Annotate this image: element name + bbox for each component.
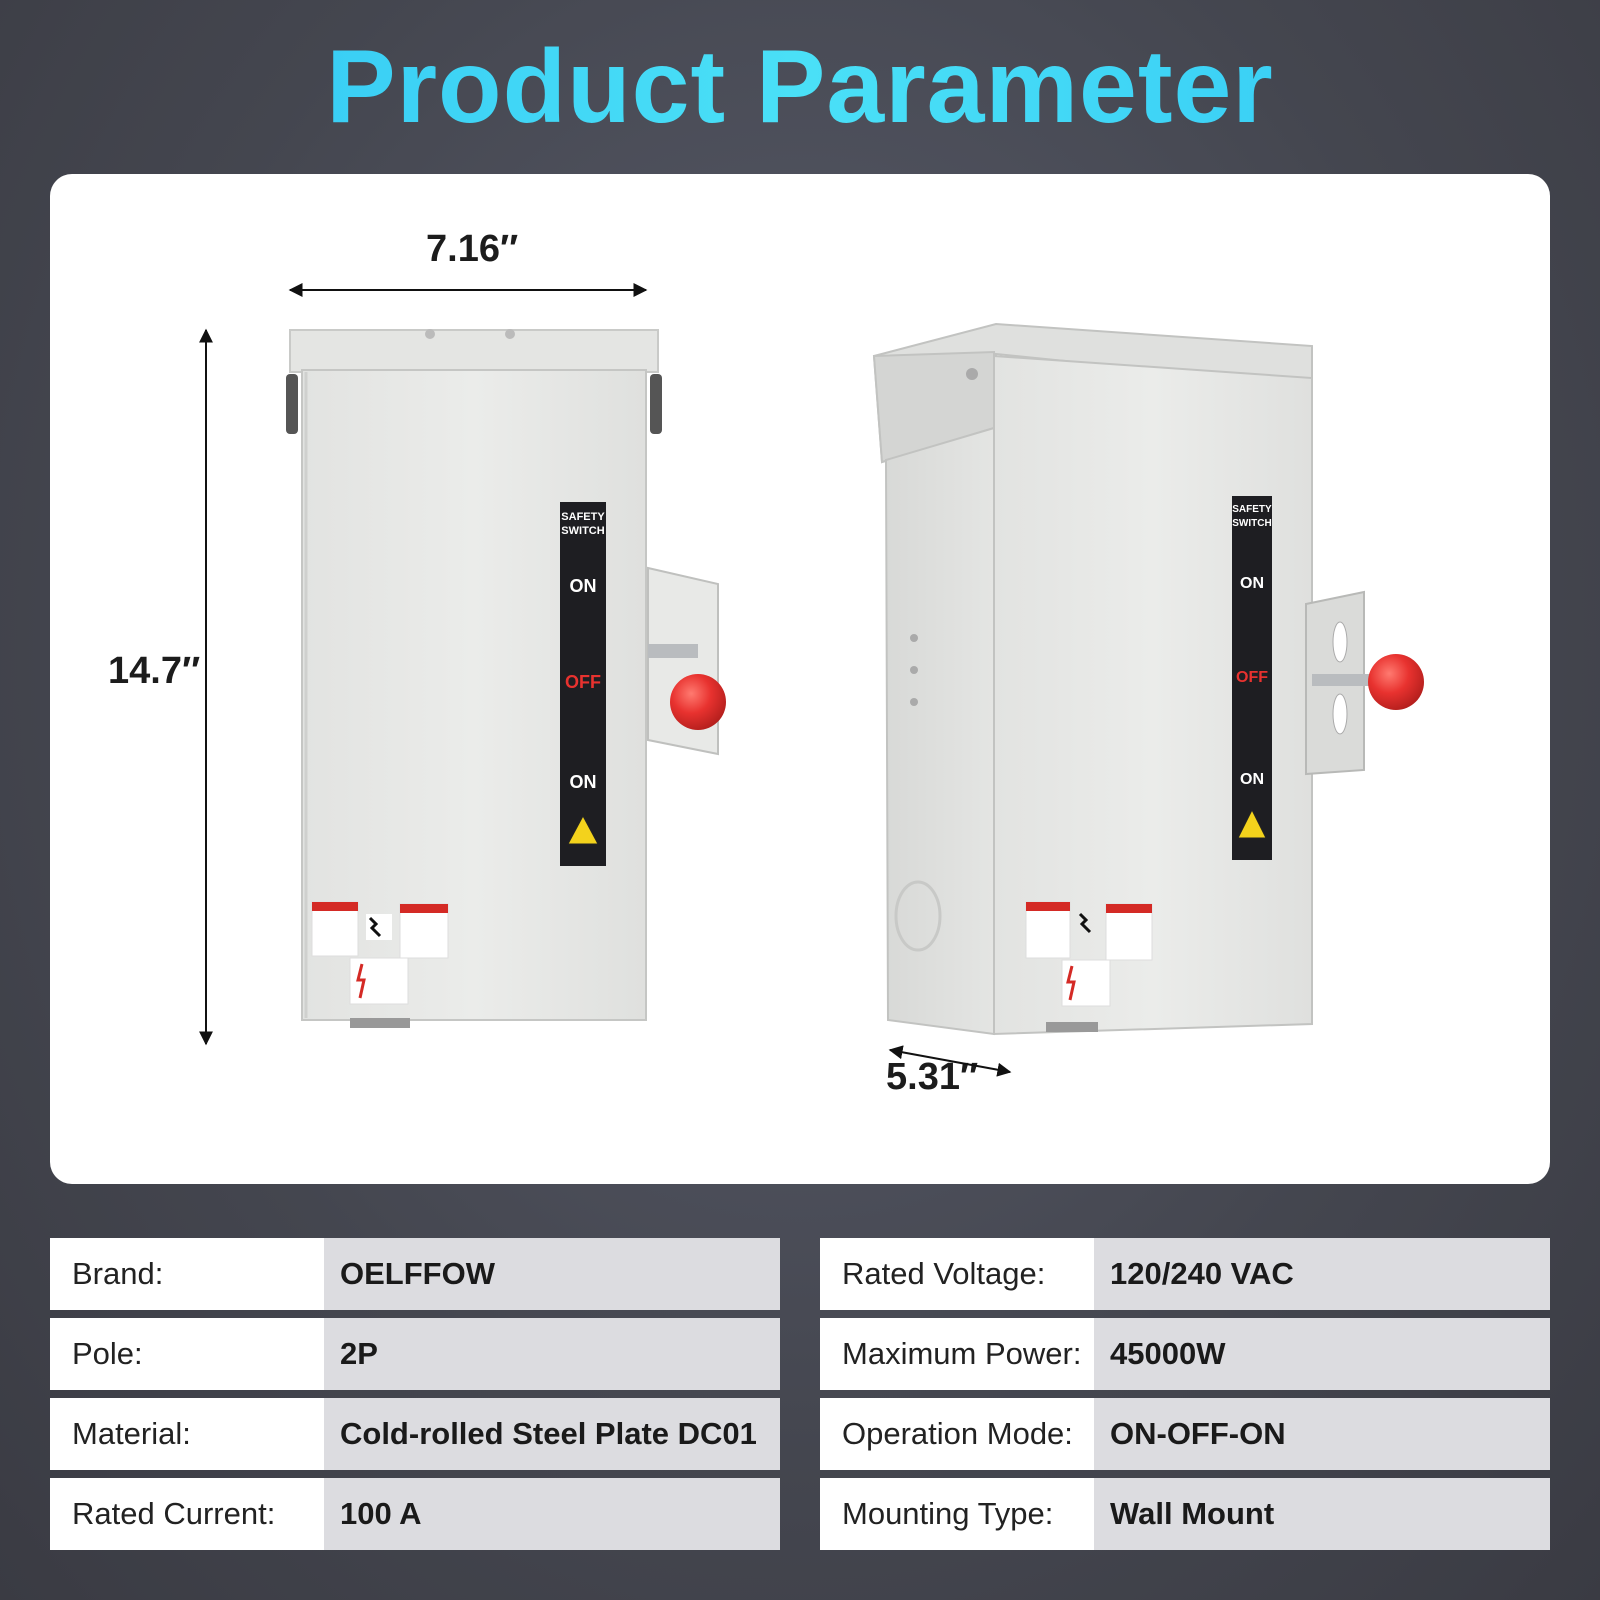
- product-illustration: SAFETY SWITCH ON OFF ON: [199, 283, 1424, 1077]
- spec-label: Pole:: [50, 1318, 324, 1390]
- spec-row: Mounting Type: Wall Mount: [820, 1478, 1550, 1550]
- height-dimension-label: 14.7″: [108, 650, 201, 692]
- spec-value: 120/240 VAC: [1094, 1238, 1550, 1310]
- angled-view-enclosure: SAFETY SWITCH ON OFF ON: [872, 322, 1424, 1036]
- spec-value: 100 A: [324, 1478, 780, 1550]
- spec-value: 45000W: [1094, 1318, 1550, 1390]
- spec-row: Maximum Power: 45000W: [820, 1318, 1550, 1390]
- width-dimension-label: 7.16″: [426, 228, 519, 270]
- spec-row: Pole: 2P: [50, 1318, 780, 1390]
- spec-label: Brand:: [50, 1238, 324, 1310]
- lightning-icon-angled: [1066, 965, 1076, 1001]
- warning-triangle-icon: [567, 814, 599, 845]
- spec-row: Rated Current: 100 A: [50, 1478, 780, 1550]
- operating-handle-knob-icon-angled: [1368, 654, 1424, 710]
- on-top-label-angled: ON: [1240, 575, 1264, 592]
- spec-row: Rated Voltage: 120/240 VAC: [820, 1238, 1550, 1310]
- spec-value: Wall Mount: [1094, 1478, 1550, 1550]
- hand-shock-icon-angled: [1078, 912, 1092, 934]
- svg-text:SWITCH: SWITCH: [561, 525, 604, 537]
- lightning-icon: [356, 963, 366, 999]
- product-image-panel: 7.16″ 14.7″ 5.31″: [50, 174, 1550, 1184]
- warning-triangle-icon-angled: [1237, 808, 1267, 839]
- spec-row: Brand: OELFFOW: [50, 1238, 780, 1310]
- on-bottom-label-angled: ON: [1240, 771, 1264, 788]
- on-bottom-label-front: ON: [570, 772, 597, 792]
- spec-row: Operation Mode: ON-OFF-ON: [820, 1398, 1550, 1470]
- spec-row: Material: Cold-rolled Steel Plate DC01: [50, 1398, 780, 1470]
- spec-label: Rated Current:: [50, 1478, 324, 1550]
- knockout-icon: [894, 880, 942, 952]
- front-view-enclosure: SAFETY SWITCH ON OFF ON: [286, 329, 726, 1028]
- spec-label: Rated Voltage:: [820, 1238, 1094, 1310]
- spec-table-right: Rated Voltage: 120/240 VAC Maximum Power…: [820, 1238, 1550, 1558]
- svg-text:SWITCH: SWITCH: [1232, 518, 1271, 529]
- safety-switch-label-angled: SAFETY: [1232, 504, 1272, 515]
- spec-table-left: Brand: OELFFOW Pole: 2P Material: Cold-r…: [50, 1238, 780, 1558]
- spec-value: ON-OFF-ON: [1094, 1398, 1550, 1470]
- off-label-front: OFF: [565, 672, 601, 692]
- spec-label: Material:: [50, 1398, 324, 1470]
- on-top-label-front: ON: [570, 576, 597, 596]
- depth-dimension-arrow: [888, 1045, 1012, 1077]
- spec-label: Maximum Power:: [820, 1318, 1094, 1390]
- safety-switch-label-front: SAFETY: [561, 511, 605, 523]
- off-label-angled: OFF: [1236, 669, 1268, 686]
- operating-handle-knob-icon: [670, 674, 726, 730]
- hand-shock-icon: [368, 916, 382, 938]
- spec-value: Cold-rolled Steel Plate DC01: [324, 1398, 780, 1470]
- spec-value: OELFFOW: [324, 1238, 780, 1310]
- page-title: Product Parameter: [0, 28, 1600, 147]
- spec-label: Operation Mode:: [820, 1398, 1094, 1470]
- spec-label: Mounting Type:: [820, 1478, 1094, 1550]
- spec-value: 2P: [324, 1318, 780, 1390]
